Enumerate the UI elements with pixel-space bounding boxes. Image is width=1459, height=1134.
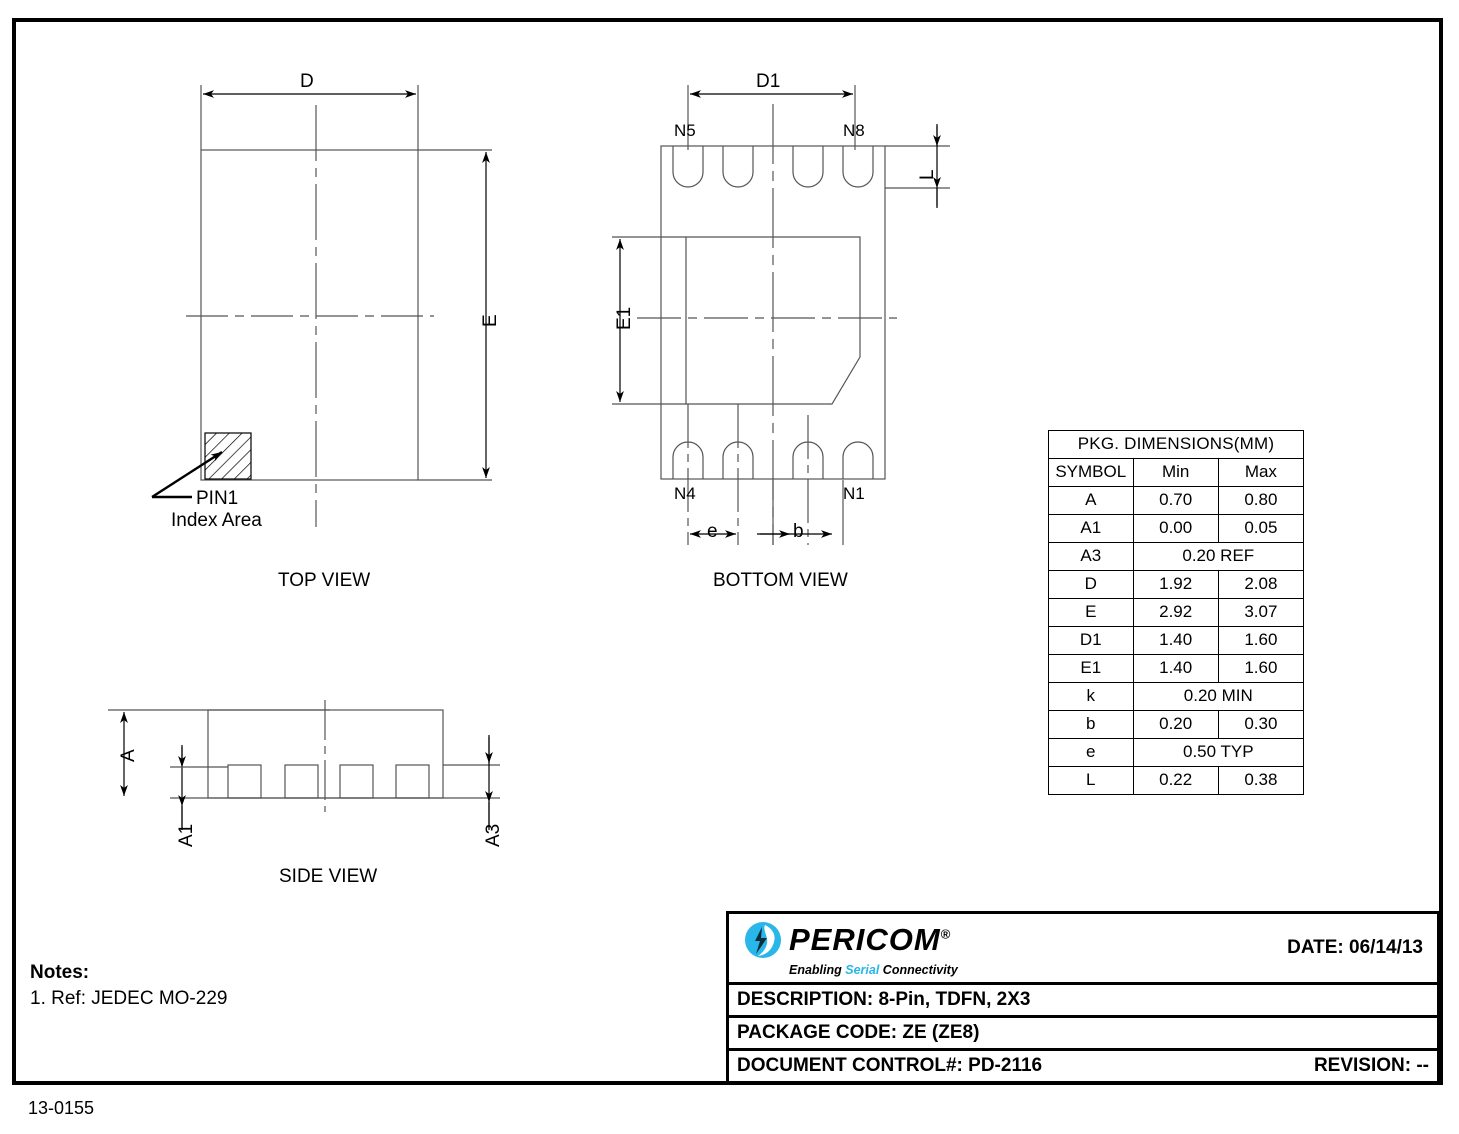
dimension-label-l: L [917, 169, 938, 180]
revision-field: REVISION: -- [1313, 1055, 1429, 1076]
dimension-label-b: b [793, 521, 804, 542]
notes-block: Notes: 1. Ref: JEDEC MO-229 [30, 960, 227, 1011]
dimension-label-d: D [300, 71, 314, 92]
dimension-label-e1: E1 [614, 306, 635, 330]
pin-label-n1: N1 [843, 484, 865, 503]
title-block-logo-row: PERICOM® Enabling Serial Connectivity DA… [729, 914, 1437, 982]
cell-min: 0.00 [1132, 514, 1219, 543]
table-row: E1 1.40 1.60 [1048, 654, 1305, 683]
pin-label-n5: N5 [674, 121, 696, 140]
table-row: D 1.92 2.08 [1048, 570, 1305, 599]
package-dimensions-table: PKG. DIMENSIONS(MM) SYMBOL Min Max A 0.7… [1048, 430, 1305, 795]
cell-max: 0.30 [1217, 710, 1305, 739]
sheet-document-number: 13-0155 [28, 1098, 95, 1118]
title-block-description-row: DESCRIPTION: 8-Pin, TDFN, 2X3 [729, 982, 1437, 1015]
cell-max: 1.60 [1217, 626, 1305, 655]
pin-label-n8: N8 [843, 121, 865, 140]
cell-symbol: E1 [1048, 654, 1134, 683]
pin1-index-area-label: Index Area [171, 510, 262, 531]
table-row: D1 1.40 1.60 [1048, 626, 1305, 655]
cell-span: 0.20 REF [1132, 542, 1305, 571]
top-view-geometry [151, 85, 492, 527]
side-view-title: SIDE VIEW [279, 866, 378, 887]
side-view-geometry [108, 700, 500, 830]
dimension-label-e: E [480, 314, 501, 327]
cell-symbol: b [1048, 710, 1134, 739]
cell-symbol: D1 [1048, 626, 1134, 655]
registered-mark-icon: ® [940, 926, 952, 942]
bottom-view-title: BOTTOM VIEW [713, 570, 848, 591]
description-field: DESCRIPTION: 8-Pin, TDFN, 2X3 [737, 989, 1031, 1010]
cell-max: 1.60 [1217, 654, 1305, 683]
cell-min: 0.70 [1132, 486, 1219, 515]
dimension-label-a3: A3 [483, 823, 504, 847]
document-control-field: DOCUMENT CONTROL#: PD-2116 [737, 1055, 1043, 1076]
notes-line-1: 1. Ref: JEDEC MO-229 [30, 987, 228, 1009]
cell-span: 0.50 TYP [1132, 738, 1305, 767]
dimension-label-a1: A1 [176, 823, 197, 847]
title-block-document-row: DOCUMENT CONTROL#: PD-2116 REVISION: -- [729, 1048, 1437, 1081]
cell-max: 2.08 [1217, 570, 1305, 599]
top-view-title: TOP VIEW [278, 570, 371, 591]
cell-max: 3.07 [1217, 598, 1305, 627]
table-row: e 0.50 TYP [1048, 738, 1305, 767]
dimension-label-e-pitch: e [707, 521, 718, 542]
cell-symbol: A [1048, 486, 1134, 515]
table-row: A1 0.00 0.05 [1048, 514, 1305, 543]
table-row: E 2.92 3.07 [1048, 598, 1305, 627]
cell-min: 1.92 [1132, 570, 1219, 599]
pin-label-n4: N4 [674, 484, 696, 503]
dimension-label-a: A [118, 749, 139, 762]
table-title: PKG. DIMENSIONS(MM) [1048, 430, 1304, 459]
table-row: b 0.20 0.30 [1048, 710, 1305, 739]
cell-min: 0.20 [1132, 710, 1219, 739]
table-title-row: PKG. DIMENSIONS(MM) [1048, 430, 1304, 459]
logo-mark-and-word: PERICOM® [743, 920, 958, 960]
table-header-row: SYMBOL Min Max [1048, 458, 1305, 487]
date-field: DATE: 06/14/13 [1287, 937, 1423, 958]
column-header-max: Max [1217, 458, 1305, 487]
cell-max: 0.38 [1217, 766, 1305, 795]
column-header-min: Min [1132, 458, 1219, 487]
logo-tagline: Enabling Serial Connectivity [789, 962, 958, 977]
title-block-package-code-row: PACKAGE CODE: ZE (ZE8) [729, 1015, 1437, 1048]
cell-symbol: A3 [1048, 542, 1134, 571]
cell-symbol: e [1048, 738, 1134, 767]
pericom-circle-bolt-icon [745, 921, 781, 958]
table-row: L 0.22 0.38 [1048, 766, 1305, 795]
logo-wordmark: PERICOM® [789, 922, 952, 957]
table-row: k 0.20 MIN [1048, 682, 1305, 711]
pin1-label: PIN1 [196, 488, 239, 509]
cell-symbol: k [1048, 682, 1134, 711]
title-block: PERICOM® Enabling Serial Connectivity DA… [726, 911, 1440, 1084]
cell-min: 1.40 [1132, 654, 1219, 683]
cell-min: 1.40 [1132, 626, 1219, 655]
cell-span: 0.20 MIN [1132, 682, 1305, 711]
notes-heading: Notes: [30, 962, 90, 983]
cell-symbol: E [1048, 598, 1134, 627]
cell-min: 0.22 [1132, 766, 1219, 795]
cell-max: 0.05 [1217, 514, 1305, 543]
cell-symbol: L [1048, 766, 1134, 795]
package-code-field: PACKAGE CODE: ZE (ZE8) [737, 1022, 980, 1043]
cell-max: 0.80 [1217, 486, 1305, 515]
bottom-view-geometry [612, 85, 950, 545]
cell-symbol: A1 [1048, 514, 1134, 543]
cell-min: 2.92 [1132, 598, 1219, 627]
table-row: A 0.70 0.80 [1048, 486, 1305, 515]
dimension-label-d1: D1 [756, 71, 781, 92]
column-header-symbol: SYMBOL [1048, 458, 1134, 487]
pericom-logo: PERICOM® Enabling Serial Connectivity [737, 920, 958, 977]
cell-symbol: D [1048, 570, 1134, 599]
table-row: A3 0.20 REF [1048, 542, 1305, 571]
